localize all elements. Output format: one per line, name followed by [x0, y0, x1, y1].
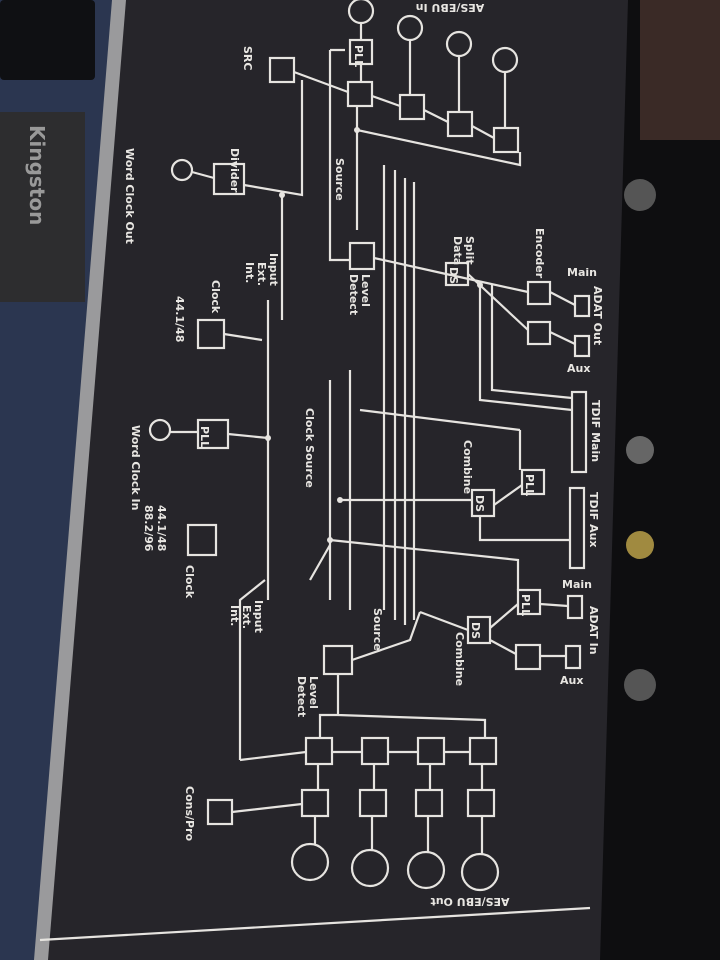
ds-label: DS: [447, 267, 460, 284]
word-clock-out-label: Word Clock Out: [123, 148, 136, 244]
adat-in-label: ADAT In: [587, 606, 600, 655]
combine-label-top: Combine: [461, 440, 474, 494]
int-label-top: Int.: [243, 262, 256, 283]
tdif-main-label: TDIF Main: [589, 400, 602, 462]
clock-label-bottom: Clock: [183, 565, 196, 599]
tdif-aux-label: TDIF Aux: [587, 492, 600, 548]
adat-in-aux-label: Aux: [560, 674, 583, 687]
ds-label: DS: [473, 495, 486, 512]
junction-dots: [265, 127, 483, 543]
pll-label: PLL: [198, 426, 211, 448]
pll-label: PLL: [519, 594, 532, 616]
adat-in-main-label: Main: [562, 578, 592, 591]
aes-ebu-in-label: AES/EBU In: [416, 1, 485, 14]
src-label: SRC: [241, 46, 254, 70]
source-label-bottom: Source: [371, 608, 384, 651]
diagram-labels: SRC Divider Word Clock Out Input Ext. In…: [123, 45, 604, 908]
source-label-top: Source: [333, 158, 346, 201]
ds-label: DS: [469, 622, 482, 639]
input-label-bottom: Input: [252, 600, 265, 633]
level-label-bottom: Level: [307, 676, 320, 709]
adat-out-aux-port-icon: [573, 334, 591, 358]
rate-label-top: 44.1/48: [173, 296, 186, 342]
rate-label-bottom-2: 88.2/96: [142, 505, 155, 552]
ext-label-top: Ext.: [255, 262, 268, 286]
ssd-brand: Kingston: [25, 125, 49, 225]
tdif-aux-port-icon: [568, 486, 586, 570]
pll-label: PLL: [352, 45, 365, 67]
wood-surface: [640, 0, 720, 140]
panel-edge: [34, 0, 126, 960]
xlr-connector: [624, 669, 656, 701]
signal-lines: [170, 23, 576, 854]
word-clock-out-bnc-icon: [170, 158, 194, 182]
tdif-main-port-icon: [570, 390, 588, 474]
input-label-top: Input: [267, 253, 280, 286]
adat-in-main-port-icon: [566, 594, 584, 620]
xlr-connector: [624, 179, 656, 211]
divider-label: Divider: [228, 148, 241, 193]
detect-label-top: Detect: [347, 274, 360, 315]
ssd-drive: [0, 112, 85, 302]
encoder-label: Encoder: [533, 228, 546, 279]
adat-out-main-port-icon: [573, 294, 591, 318]
detect-label-bottom: Detect: [295, 676, 308, 717]
device-box: [0, 0, 95, 80]
connector: [626, 436, 654, 464]
combine-label-bottom: Combine: [453, 632, 466, 686]
word-clock-in-bnc-icon: [148, 418, 172, 442]
clock-source-label: Clock Source: [303, 408, 316, 488]
cons-pro-label: Cons/Pro: [183, 786, 196, 842]
ext-label-bottom: Ext.: [240, 605, 253, 629]
word-clock-in-label: Word Clock In: [129, 425, 142, 510]
split-label: Split: [463, 236, 476, 265]
int-label-bottom: Int.: [228, 605, 241, 626]
adat-out-label: ADAT Out: [591, 286, 604, 345]
level-label-top: Level: [359, 274, 372, 307]
adat-out-main-label: Main: [567, 266, 597, 279]
device-panel: [40, 0, 628, 960]
adat-out-aux-label: Aux: [567, 362, 590, 375]
panel-divider-line: [39, 906, 591, 942]
clock-label-top: Clock: [209, 280, 222, 314]
rate-label-bottom-1: 44.1/48: [155, 505, 168, 551]
aes-ebu-out-connectors: [290, 842, 500, 892]
aes-ebu-out-label: AES/EBU Out: [430, 895, 509, 908]
pll-label: PLL: [523, 474, 536, 496]
gold-connector: [626, 531, 654, 559]
data-label: Data: [451, 236, 464, 265]
